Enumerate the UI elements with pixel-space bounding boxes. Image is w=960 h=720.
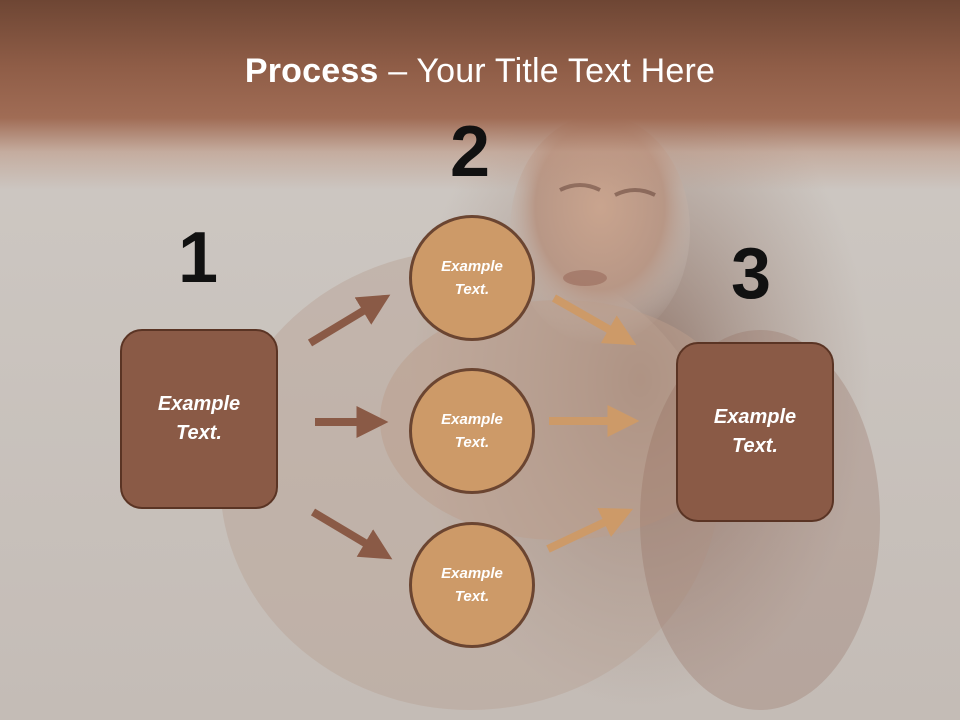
step-1-label-line1: Example: [157, 393, 241, 415]
circle-top: Example Text.: [409, 215, 535, 341]
title-rest: – Your Title Text Here: [378, 52, 716, 90]
circle-middle-line2: Text.: [454, 434, 490, 451]
arrow-bottom-to-3: [546, 508, 634, 553]
step-number-1: 1: [178, 218, 219, 298]
arrow-top-to-3: [552, 294, 637, 346]
arrow-1-to-bottom: [310, 508, 393, 560]
circle-bottom-line2: Text.: [454, 588, 490, 605]
step-1-box: Example Text.: [120, 329, 278, 509]
circle-top-line2: Text.: [454, 281, 490, 298]
circle-bottom: Example Text.: [409, 522, 535, 648]
step-1-label-line2: Text.: [176, 422, 222, 444]
step-number-3: 3: [731, 234, 772, 314]
title-strong: Process: [244, 52, 379, 90]
step-3-label-line2: Text.: [732, 435, 778, 457]
circle-middle: Example Text.: [409, 368, 535, 494]
circle-middle-line1: Example: [441, 411, 503, 428]
step-3-box: Example Text.: [676, 342, 834, 522]
circle-bottom-line1: Example: [441, 565, 503, 582]
circle-top-line1: Example: [441, 258, 503, 275]
step-3-label-line1: Example: [713, 406, 797, 428]
arrow-1-to-top: [307, 294, 391, 347]
slide-title: Process – Your Title Text Here: [0, 52, 960, 91]
title-band: [0, 0, 960, 190]
step-number-2: 2: [450, 112, 491, 192]
